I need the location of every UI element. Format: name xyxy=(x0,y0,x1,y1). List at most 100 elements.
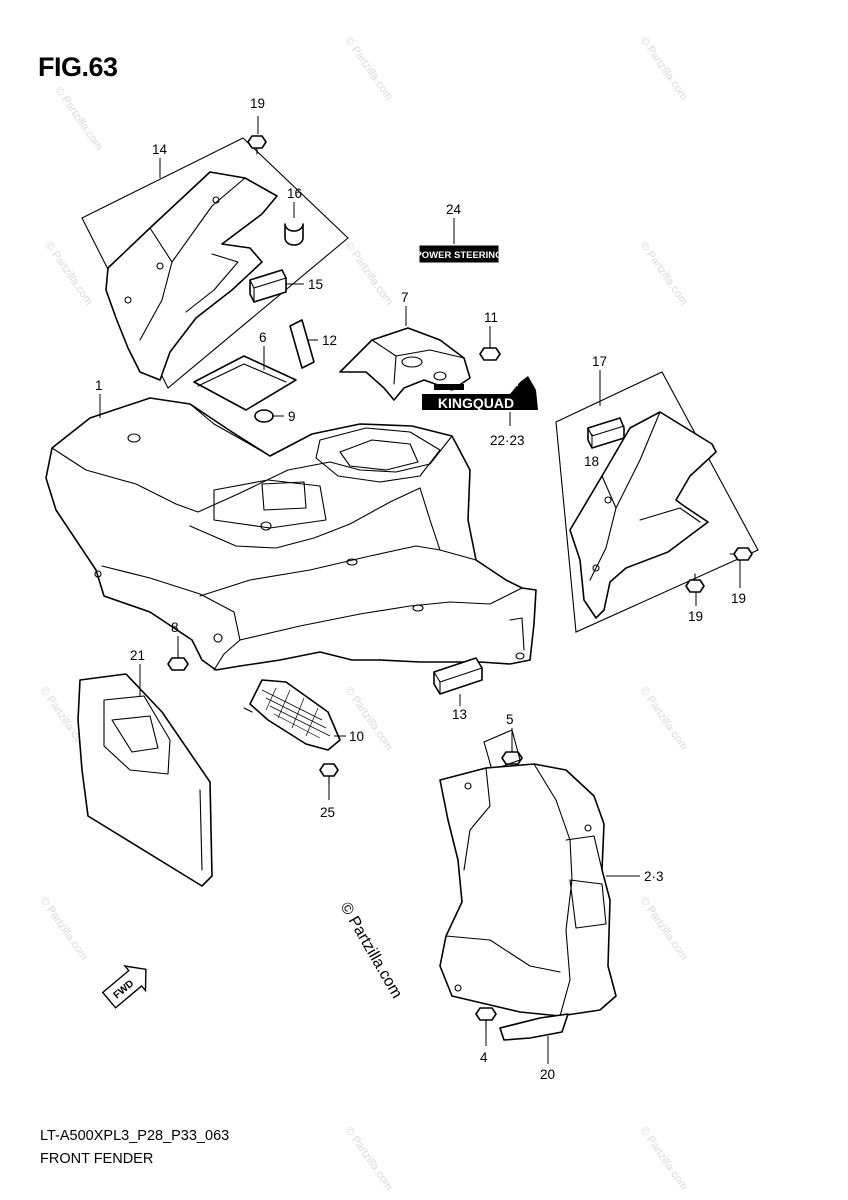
part-detail xyxy=(371,339,465,359)
callout-17: 17 xyxy=(592,354,607,369)
part-detail xyxy=(445,935,561,973)
callout-6: 6 xyxy=(259,330,267,345)
callout-9: 9 xyxy=(288,409,296,424)
bolt-19-top xyxy=(247,135,267,155)
right-assembly xyxy=(555,371,759,633)
bolt-19-lower xyxy=(685,573,705,593)
bolt-11 xyxy=(479,341,501,361)
strip-20-part xyxy=(499,1013,569,1041)
part-hole xyxy=(515,652,525,660)
part-detail xyxy=(199,789,203,871)
part-hole xyxy=(212,196,220,204)
part-hole xyxy=(124,296,132,304)
part-detail xyxy=(393,355,397,385)
panel-21 xyxy=(77,673,213,887)
part-detail xyxy=(103,695,171,775)
part-detail xyxy=(243,707,253,713)
part-detail xyxy=(339,439,419,471)
part-detail xyxy=(249,277,287,303)
left-inner-panel-part xyxy=(105,171,278,381)
part-hole xyxy=(454,984,462,992)
front-fender-1 xyxy=(45,397,537,671)
part-hole xyxy=(412,604,424,612)
part-hole xyxy=(213,633,223,643)
part-detail xyxy=(149,177,246,263)
part-hole xyxy=(433,371,447,381)
part-detail xyxy=(463,767,491,871)
part-detail xyxy=(315,427,441,483)
upper-left-assembly xyxy=(81,135,349,389)
watermark-tile: © Partzilla.com xyxy=(638,685,690,753)
part-detail xyxy=(189,403,271,457)
mud-guard-2-3 xyxy=(439,763,617,1017)
mesh-grille-10 xyxy=(243,679,341,751)
callout-2-3: 2·3 xyxy=(644,869,664,884)
callout-19-lower: 19 xyxy=(688,609,703,624)
part-detail xyxy=(111,715,159,753)
power-steering-decal: POWER STEERING xyxy=(415,245,503,263)
watermark-tile: © Partzilla.com xyxy=(343,240,395,308)
part-detail xyxy=(589,507,617,581)
inner-panel-6 xyxy=(193,355,297,411)
kingquad-decal: KINGQUAD xyxy=(422,376,538,411)
bolt-4 xyxy=(475,1007,497,1029)
callout-12: 12 xyxy=(322,333,337,348)
part-hole xyxy=(260,521,272,531)
callout-22-23: 22·23 xyxy=(490,433,525,448)
callout-24: 24 xyxy=(446,202,462,217)
part-detail xyxy=(189,487,421,549)
callout-1: 1 xyxy=(95,378,103,393)
part-hole xyxy=(584,824,592,832)
bolt-19-right xyxy=(729,547,753,561)
bolt-5-bracket-outline xyxy=(483,729,521,771)
fwd-arrow-icon: FWD xyxy=(101,965,147,1009)
bolt-8 xyxy=(167,651,189,671)
callout-4: 4 xyxy=(480,1050,488,1065)
cushion-18-part xyxy=(587,417,625,449)
part-detail xyxy=(433,667,483,695)
watermark-tile: © Partzilla.com xyxy=(638,35,690,103)
part-detail xyxy=(601,411,661,509)
callout-20: 20 xyxy=(540,1067,555,1082)
callout-13: 13 xyxy=(452,707,467,722)
cushion-16-part xyxy=(284,223,304,246)
callout-14: 14 xyxy=(152,142,168,157)
watermark-tile: © Partzilla.com xyxy=(53,85,105,153)
part-detail xyxy=(101,565,241,671)
kingquad-text: KINGQUAD xyxy=(438,395,514,411)
part-hole xyxy=(94,570,102,578)
callout-19: 19 xyxy=(250,96,265,111)
part-hole xyxy=(401,356,423,368)
right-inner-panel-part xyxy=(569,411,717,619)
part-detail xyxy=(565,835,603,871)
part-hole xyxy=(127,433,141,443)
cushion-15-part xyxy=(249,269,287,303)
callout-7: 7 xyxy=(401,290,409,305)
callout-16: 16 xyxy=(287,186,302,201)
watermark-tile: © Partzilla.com xyxy=(343,35,395,103)
part-hole xyxy=(592,564,600,572)
part-hole xyxy=(346,558,358,566)
clip-25 xyxy=(319,763,339,785)
mesh-pattern xyxy=(261,687,331,739)
part-detail xyxy=(213,479,327,529)
callout-11: 11 xyxy=(484,310,498,325)
part-detail xyxy=(185,253,239,313)
callout-21: 21 xyxy=(130,648,145,663)
callout-15: 15 xyxy=(308,277,323,292)
part-detail xyxy=(419,487,441,551)
watermark-tile: © Partzilla.com xyxy=(638,240,690,308)
section-title: FRONT FENDER xyxy=(40,1151,154,1167)
part-detail xyxy=(139,261,173,341)
part-detail xyxy=(569,879,607,929)
cushion-12-part xyxy=(289,319,315,369)
subassembly-outline-right xyxy=(555,371,759,633)
part-detail xyxy=(239,587,523,641)
part-detail xyxy=(51,435,453,513)
watermark-tile: © Partzilla.com xyxy=(343,1125,395,1193)
callout-8: 8 xyxy=(171,620,179,635)
power-steering-text: POWER STEERING xyxy=(415,250,502,261)
part-detail xyxy=(261,481,307,511)
